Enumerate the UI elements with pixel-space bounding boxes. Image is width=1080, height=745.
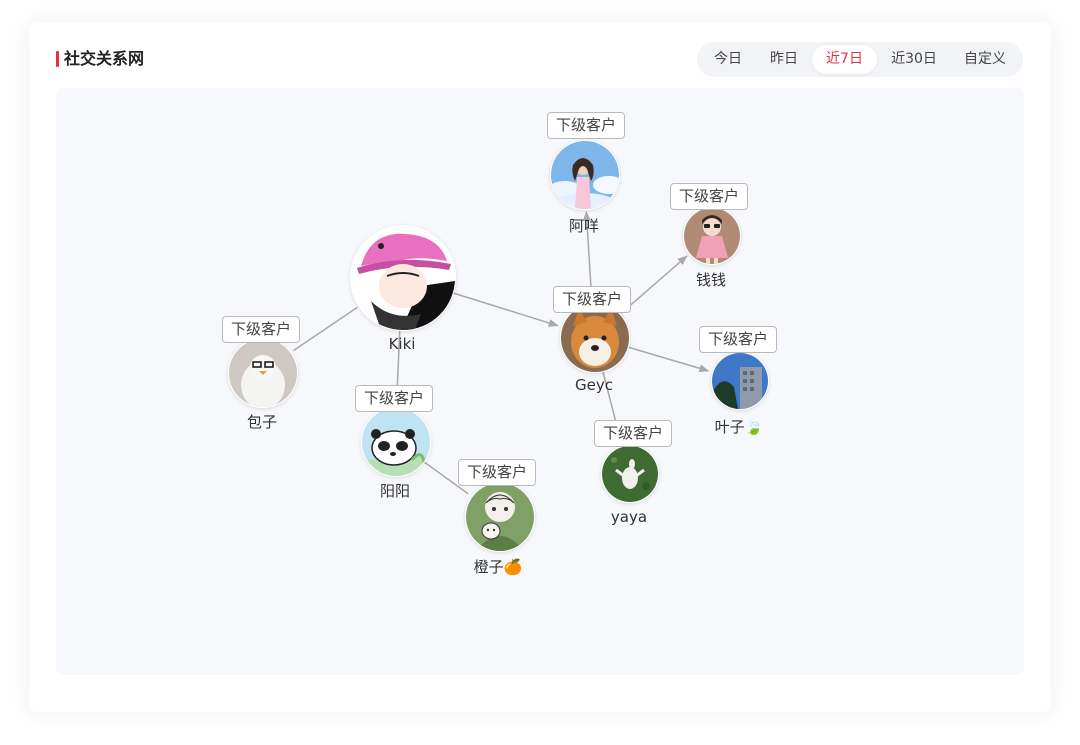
tab-last-30-days[interactable]: 近30日 xyxy=(891,51,937,67)
badge-subordinate-client: 下级客户 xyxy=(458,459,537,486)
badge-subordinate-client: 下级客户 xyxy=(594,420,673,447)
avatar-yezi[interactable] xyxy=(711,352,769,410)
badge-subordinate-client: 下级客户 xyxy=(699,326,778,353)
avatar-baozi[interactable] xyxy=(228,338,298,408)
avatar-chengzi[interactable] xyxy=(465,482,535,552)
avatar-kiki[interactable] xyxy=(350,225,456,331)
avatar-yaya[interactable] xyxy=(601,445,659,503)
badge-subordinate-client: 下级客户 xyxy=(670,183,749,210)
node-label: Geyc xyxy=(575,376,613,394)
tab-custom[interactable]: 自定义 xyxy=(964,51,1006,67)
node-label: Kiki xyxy=(388,335,416,353)
node-label: 橙子🍊 xyxy=(473,558,523,576)
tab-today[interactable]: 今日 xyxy=(714,51,742,67)
avatar-yangyang[interactable] xyxy=(361,407,431,477)
node-label: 叶子🍃 xyxy=(714,418,764,436)
avatar-geyc[interactable] xyxy=(560,303,630,373)
panel-title: 社交关系网 xyxy=(64,49,145,68)
node-label: yaya xyxy=(610,508,648,526)
node-label: 阿咩 xyxy=(568,217,600,235)
tab-yesterday[interactable]: 昨日 xyxy=(770,51,798,67)
node-label: 钱钱 xyxy=(695,271,727,289)
title-accent-bar xyxy=(56,51,59,67)
node-label: 阳阳 xyxy=(379,482,411,500)
badge-subordinate-client: 下级客户 xyxy=(547,112,626,139)
badge-subordinate-client: 下级客户 xyxy=(355,385,434,412)
node-label: 包子 xyxy=(246,413,278,431)
avatar-ayang[interactable] xyxy=(550,140,620,210)
badge-subordinate-client: 下级客户 xyxy=(553,286,632,313)
date-range-tabs: 今日 昨日 近7日 近30日 自定义 xyxy=(697,42,1023,77)
avatar-qianqian[interactable] xyxy=(683,207,741,265)
badge-subordinate-client: 下级客户 xyxy=(222,316,301,343)
graph-canvas xyxy=(56,88,1024,675)
tab-last-7-days[interactable]: 近7日 xyxy=(812,45,877,74)
